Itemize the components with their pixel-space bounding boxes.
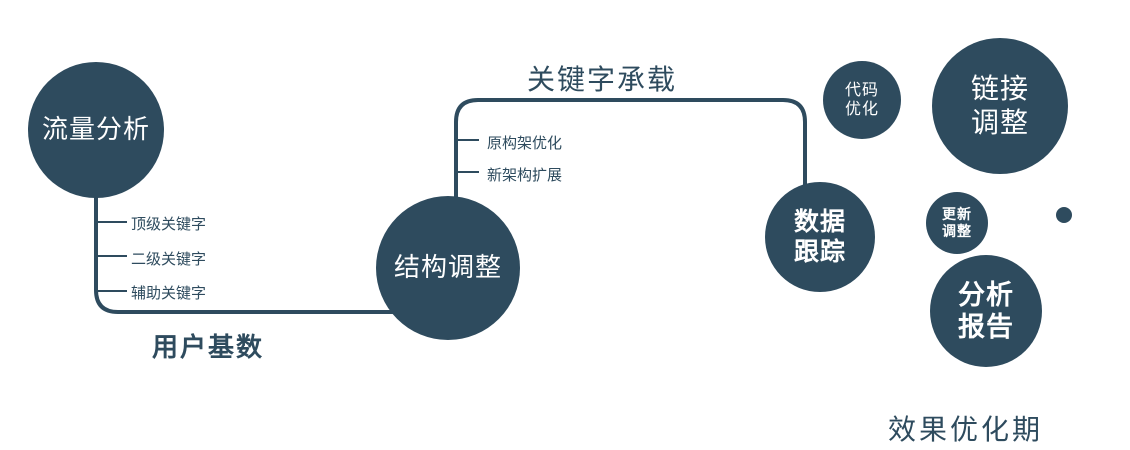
node-structure-adjustment: 结构调整 — [376, 196, 520, 340]
branch-label-original-architecture: 原构架优化 — [487, 135, 563, 152]
node-code-optimization: 代码 优化 — [823, 61, 901, 139]
edge-label-keyword-carrying: 关键字承载 — [527, 64, 678, 95]
node-analysis-report-line2: 报告 — [958, 312, 1014, 342]
branch-label-top-keywords: 顶级关键字 — [131, 216, 207, 233]
node-structure-adjustment-label: 结构调整 — [393, 252, 502, 283]
node-update-adjustment: 更新 调整 — [926, 192, 988, 254]
node-code-optimization-line1: 代码 — [844, 81, 879, 99]
edge-label-user-base: 用户基数 — [152, 332, 265, 362]
phase-label-effect-optimization: 效果优化期 — [888, 414, 1044, 445]
node-update-adjustment-line1: 更新 — [942, 206, 972, 223]
node-update-adjustment-line2: 调整 — [942, 223, 972, 239]
node-code-optimization-line2: 优化 — [844, 101, 879, 118]
node-data-tracking-line1: 数据 — [793, 208, 846, 236]
node-data-tracking: 数据 跟踪 — [765, 182, 875, 292]
node-link-adjustment-line1: 链接 — [970, 73, 1029, 105]
branch-label-new-architecture: 新架构扩展 — [487, 167, 563, 184]
edge-structure-to-datatracking — [454, 98, 807, 240]
branch-label-second-keywords: 二级关键字 — [131, 251, 207, 268]
node-analysis-report-line1: 分析 — [958, 279, 1014, 310]
node-link-adjustment: 链接 调整 — [932, 38, 1068, 174]
node-analysis-report: 分析 报告 — [930, 255, 1042, 367]
bullet-dot — [1056, 207, 1072, 223]
node-data-tracking-line2: 跟踪 — [793, 238, 846, 266]
node-link-adjustment-line2: 调整 — [970, 107, 1029, 138]
branch-label-auxiliary-keywords: 辅助关键字 — [131, 285, 207, 302]
node-traffic-analysis-label: 流量分析 — [41, 114, 150, 145]
node-traffic-analysis: 流量分析 — [28, 62, 164, 198]
